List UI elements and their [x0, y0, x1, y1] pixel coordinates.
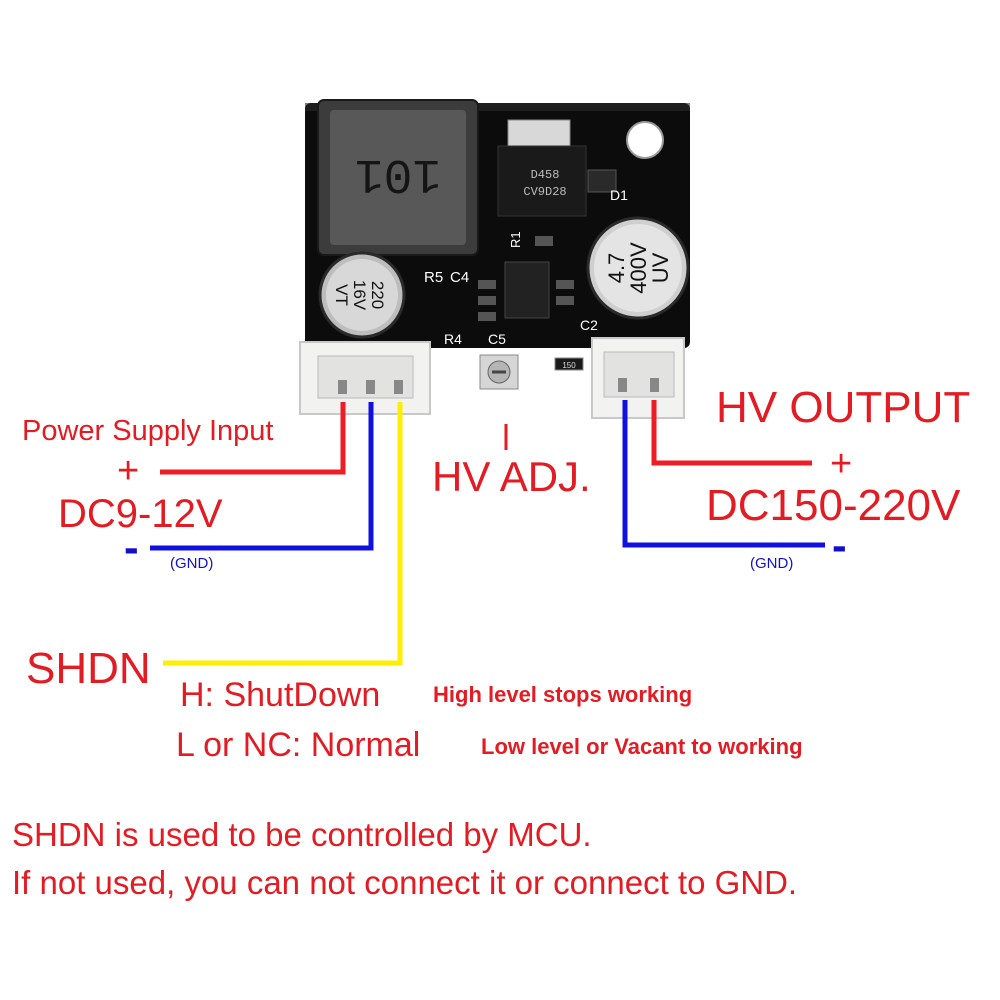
h-state-label: H: ShutDown — [180, 676, 381, 714]
d1-label: D1 — [610, 187, 628, 203]
silk-hv-adj: HV ADJ. — [466, 395, 513, 409]
mosfet-marking-2: CV9D28 — [523, 185, 566, 199]
inductor-marking: 101 — [355, 146, 441, 200]
c5-label: C5 — [488, 331, 506, 347]
hv-adj-label: HV ADJ. — [432, 453, 591, 500]
r3-label: R3 — [444, 345, 462, 361]
cap-left-line1: 220 — [368, 281, 387, 309]
r2-label: R2 — [556, 373, 574, 389]
r2-resistor — [554, 357, 584, 371]
smd-part — [535, 236, 553, 246]
resistor-code: 150 — [562, 361, 576, 370]
smd-part — [556, 280, 574, 289]
note-line-1: SHDN is used to be controlled by MCU. — [12, 816, 592, 853]
trimmer-potentiometer[interactable] — [479, 354, 519, 390]
power-supply-input-label: Power Supply Input — [22, 415, 274, 447]
cap-right-line1: 4.7 — [604, 253, 629, 284]
input-ground-wire — [150, 402, 374, 551]
c4-label: C4 — [450, 269, 469, 286]
smd-part — [556, 296, 574, 305]
control-ic — [504, 261, 550, 319]
mounting-hole — [626, 121, 664, 159]
diode — [587, 169, 617, 193]
input-minus-sign: - — [124, 523, 139, 572]
input-gnd-label: (GND) — [170, 555, 214, 572]
r4-label: R4 — [444, 331, 462, 347]
output-ground-wire — [622, 400, 825, 548]
input-voltage-label: DC9-12V — [58, 492, 223, 536]
smd-part — [478, 280, 496, 289]
shdn-label: SHDN — [26, 644, 151, 693]
input-positive-wire — [160, 402, 346, 475]
mosfet-marking-1: D458 — [531, 168, 560, 182]
output-connector — [591, 337, 685, 419]
output-voltage-label: DC150-220V — [706, 481, 961, 530]
cap-right-line3: UV — [648, 252, 673, 283]
mosfet: D458 CV9D28 — [497, 119, 587, 217]
cap-left-line3: VT — [332, 284, 351, 306]
c2-label: C2 — [580, 317, 598, 333]
input-plus-sign: + — [117, 450, 140, 492]
shdn-wire — [163, 402, 403, 666]
hv-output-label: HV OUTPUT — [716, 383, 971, 432]
output-gnd-label: (GND) — [750, 555, 794, 572]
inductor: 101 — [317, 99, 479, 256]
output-plus-sign: + — [830, 443, 853, 485]
smd-part — [478, 296, 496, 305]
r1-label: R1 — [508, 231, 523, 248]
h-state-description: High level stops working — [433, 682, 693, 707]
smd-part — [478, 312, 496, 321]
l-state-label: L or NC: Normal — [176, 726, 421, 764]
output-minus-sign: - — [832, 521, 847, 570]
note-line-2: If not used, you can not connect it or c… — [12, 864, 798, 901]
cap-right-line2: 400V — [626, 242, 651, 294]
r5-label: R5 — [424, 269, 443, 286]
cap-left-line2: 16V — [350, 280, 369, 311]
capacitor-right: 4.7 400V UV — [586, 216, 690, 320]
l-state-description: Low level or Vacant to working — [481, 734, 803, 759]
input-connector — [299, 341, 431, 415]
capacitor-left: 220 16V VT — [318, 251, 406, 339]
output-positive-wire — [651, 400, 812, 466]
